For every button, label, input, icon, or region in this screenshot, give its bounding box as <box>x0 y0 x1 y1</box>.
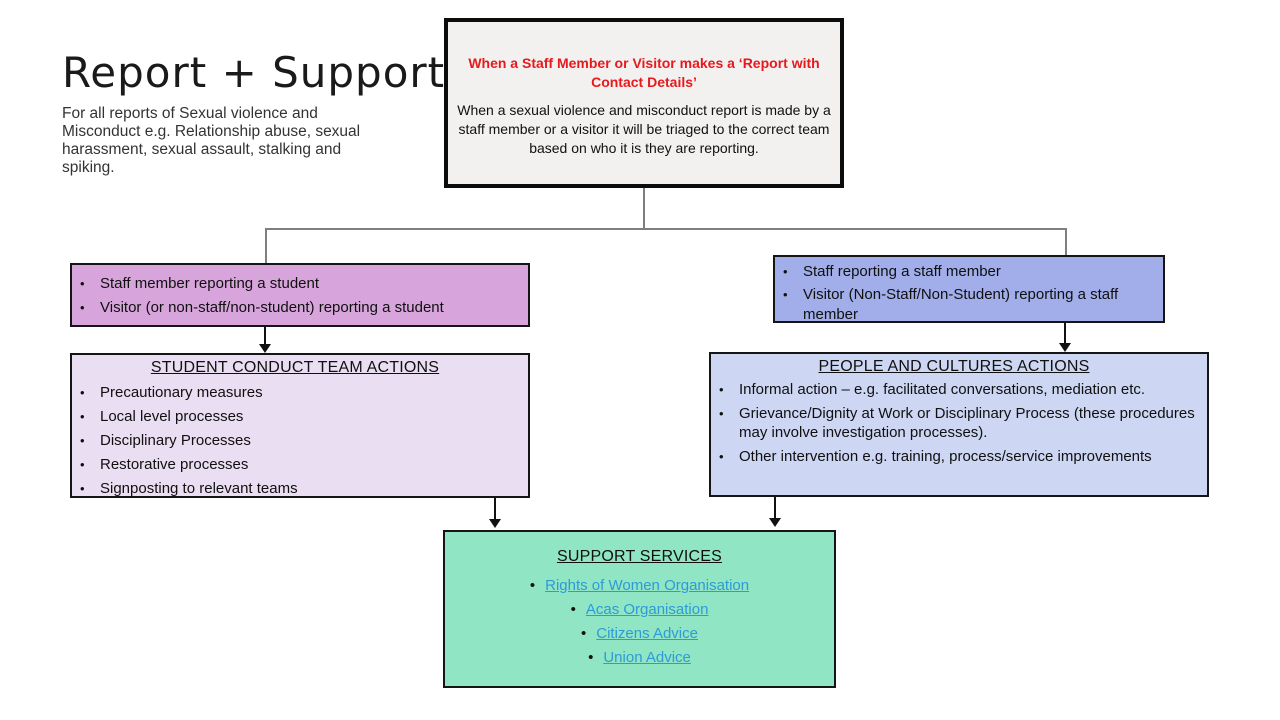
list-item: • Union Advice <box>445 646 834 670</box>
list-item: Grievance/Dignity at Work or Disciplinar… <box>711 404 1197 442</box>
bullet-dot: • <box>529 577 536 594</box>
link-union-advice[interactable]: Union Advice <box>603 649 691 666</box>
support-links-list: • Rights of Women Organisation • Acas Orga… <box>445 574 834 670</box>
list-item: • Citizens Advice <box>445 622 834 646</box>
support-services-box: SUPPORT SERVICES • Rights of Women Organi… <box>443 530 836 688</box>
list-item: Signposting to relevant teams <box>72 477 518 501</box>
people-cultures-heading: PEOPLE AND CULTURES ACTIONS <box>818 358 1090 375</box>
student-conduct-heading: STUDENT CONDUCT TEAM ACTIONS <box>150 359 440 376</box>
arrow-line-support-left <box>494 498 496 520</box>
list-item: • Acas Organisation <box>445 598 834 622</box>
arrow-line-people <box>1064 323 1066 344</box>
connector-right-drop <box>1065 228 1067 256</box>
list-item: Precautionary measures <box>72 381 518 405</box>
link-rights-of-women[interactable]: Rights of Women Organisation <box>545 577 750 594</box>
staff-branch-list: Staff reporting a staff member Visitor (… <box>775 262 1153 325</box>
support-services-heading: SUPPORT SERVICES <box>556 548 723 565</box>
list-item: Disciplinary Processes <box>72 429 518 453</box>
bullet-dot: • <box>570 601 576 618</box>
link-citizens-advice[interactable]: Citizens Advice <box>596 625 698 642</box>
connector-horizontal <box>265 228 1067 230</box>
arrow-head-support-left <box>489 519 501 528</box>
triage-box-body: When a sexual violence and misconduct re… <box>457 102 831 156</box>
staff-branch-box: Staff reporting a staff member Visitor (… <box>773 255 1165 323</box>
list-item: Local level processes <box>72 405 518 429</box>
arrow-head-support-right <box>769 518 781 527</box>
arrow-line-support-right <box>774 497 776 519</box>
bullet-dot: • <box>588 649 594 666</box>
page-title: Report + Support <box>62 48 446 97</box>
people-cultures-box: PEOPLE AND CULTURES ACTIONS Informal act… <box>709 352 1209 497</box>
arrow-line-student <box>264 327 266 345</box>
connector-left-drop <box>265 228 267 264</box>
link-acas[interactable]: Acas Organisation <box>585 601 709 618</box>
arrow-head-student <box>259 344 271 353</box>
list-item: Other intervention e.g. training, proces… <box>711 447 1197 466</box>
list-item: Restorative processes <box>72 453 518 477</box>
list-item: Staff member reporting a student <box>72 272 518 296</box>
arrow-head-people <box>1059 343 1071 352</box>
triage-box: When a Staff Member or Visitor makes a ‘… <box>444 18 844 188</box>
list-item: Visitor (Non-Staff/Non-Student) reportin… <box>775 285 1153 325</box>
list-item: Staff reporting a staff member <box>775 262 1153 282</box>
triage-box-heading: When a Staff Member or Visitor makes a ‘… <box>468 55 820 90</box>
student-branch-list: Staff member reporting a student Visitor… <box>72 272 518 320</box>
connector-top-vertical <box>643 188 645 229</box>
bullet-dot: • <box>581 625 587 642</box>
student-conduct-box: STUDENT CONDUCT TEAM ACTIONS Precautiona… <box>70 353 530 501</box>
people-cultures-list: Informal action – e.g. facilitated conve… <box>711 380 1197 466</box>
student-branch-box: Staff member reporting a student Visitor… <box>70 263 530 327</box>
list-item: Visitor (or non-staff/non-student) repor… <box>72 296 518 320</box>
student-conduct-list: Precautionary measures Local level proce… <box>72 381 518 501</box>
page-subtitle: For all reports of Sexual violence and M… <box>62 105 361 176</box>
list-item: • Rights of Women Organisation <box>445 574 834 598</box>
list-item: Informal action – e.g. facilitated conve… <box>711 380 1197 399</box>
